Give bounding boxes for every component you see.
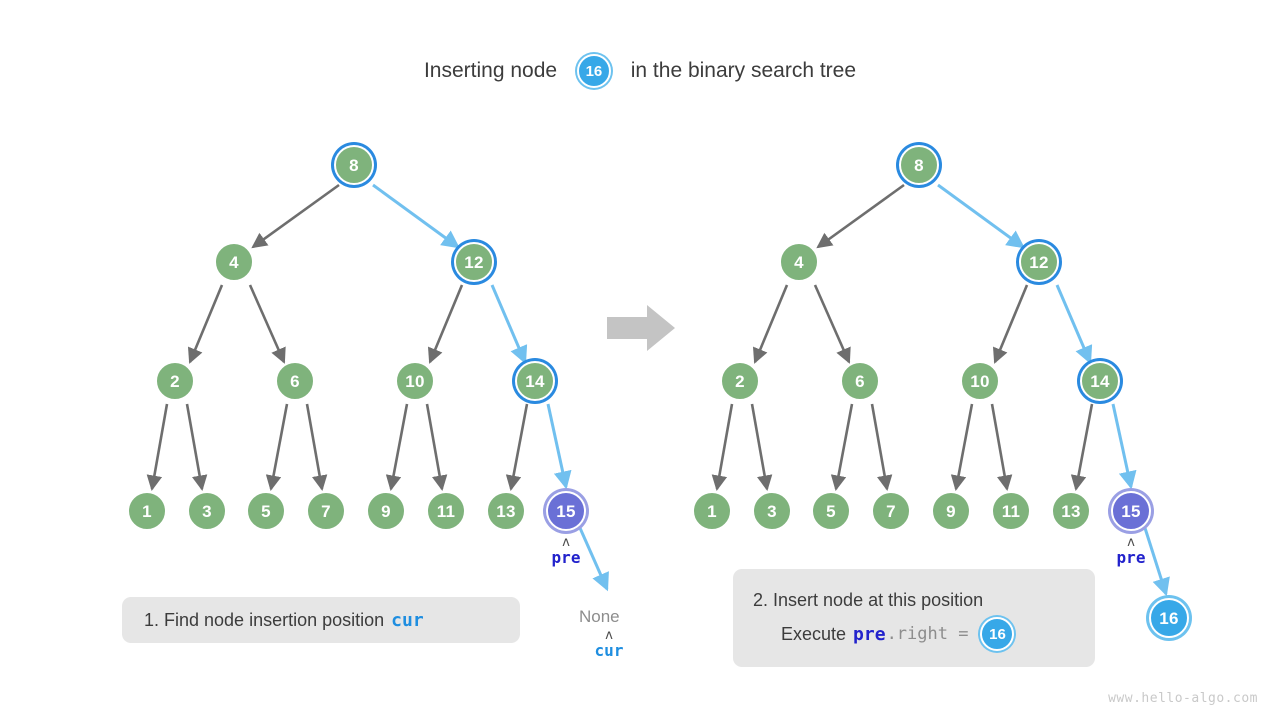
tree-node[interactable]: 14 — [515, 361, 555, 401]
node-label: 11 — [1001, 501, 1021, 521]
tree-node[interactable]: 9 — [366, 491, 406, 531]
node-label: 8 — [914, 155, 924, 175]
node-label: 4 — [229, 252, 239, 272]
node-label: 6 — [855, 371, 865, 391]
caption-step-2: 2. Insert node at this position Execute … — [733, 569, 1095, 667]
caret-icon: ʌ — [1127, 535, 1135, 550]
caret-icon: ʌ — [605, 628, 613, 643]
tree-node[interactable]: 10 — [395, 361, 435, 401]
node-label: 5 — [261, 501, 271, 521]
node-label: 3 — [202, 501, 212, 521]
node-label: 6 — [290, 371, 300, 391]
title-node-badge: 16 — [576, 54, 611, 88]
node-label: 2 — [170, 371, 180, 391]
caption-line-2: Execute pre .right = 16 — [753, 617, 1095, 651]
node-label: 15 — [556, 501, 576, 521]
title-suffix: in the binary search tree — [630, 59, 857, 82]
tree-node[interactable]: 11 — [991, 491, 1031, 531]
caption-node-badge: 16 — [980, 617, 1015, 651]
caption-text: 2. Insert node at this position — [753, 589, 984, 610]
caret-icon: ʌ — [562, 535, 570, 550]
pointer-cur: ʌ cur — [579, 628, 639, 661]
tree-node[interactable]: 6 — [275, 361, 315, 401]
node-label: 12 — [1029, 252, 1049, 272]
node-label: 13 — [496, 501, 516, 521]
title-prefix: Inserting node — [423, 59, 558, 82]
tree-node[interactable]: 12 — [1019, 242, 1059, 282]
caption-line-1: 2. Insert node at this position — [753, 583, 1095, 617]
caption-text: 1. Find node insertion position — [144, 609, 385, 630]
node-label: 2 — [735, 371, 745, 391]
pointer-label: pre — [1116, 548, 1146, 567]
page-title: Inserting node 16 in the binary search t… — [0, 54, 1280, 88]
tree-node-inserted[interactable]: 16 — [1149, 598, 1189, 638]
pointer-label: cur — [594, 641, 624, 660]
node-label: 15 — [1121, 501, 1141, 521]
pointer-pre: ʌ pre — [1101, 535, 1161, 568]
tree-node[interactable]: 3 — [752, 491, 792, 531]
tree-node[interactable]: 14 — [1080, 361, 1120, 401]
node-label: 12 — [464, 252, 484, 272]
tree-node[interactable]: 8 — [899, 145, 939, 185]
node-label: 5 — [826, 501, 836, 521]
tree-node[interactable]: 3 — [187, 491, 227, 531]
node-label: 9 — [946, 501, 956, 521]
node-label: 14 — [1090, 371, 1110, 391]
tree-node[interactable]: 1 — [127, 491, 167, 531]
tree-node[interactable]: 13 — [486, 491, 526, 531]
tree-node[interactable]: 10 — [960, 361, 1000, 401]
node-label: 9 — [381, 501, 391, 521]
node-label: 13 — [1061, 501, 1081, 521]
tree-node[interactable]: 2 — [720, 361, 760, 401]
tree-node[interactable]: 5 — [811, 491, 851, 531]
node-label: 3 — [767, 501, 777, 521]
node-label: 11 — [436, 501, 456, 521]
tree-node[interactable]: 2 — [155, 361, 195, 401]
node-label: 1 — [707, 501, 717, 521]
tree-node[interactable]: 13 — [1051, 491, 1091, 531]
tree-node[interactable]: 7 — [871, 491, 911, 531]
tree-node[interactable]: 4 — [214, 242, 254, 282]
tree-node-pre[interactable]: 15 — [1111, 491, 1151, 531]
node-label: 4 — [794, 252, 804, 272]
node-label: 10 — [405, 371, 425, 391]
tree-node[interactable]: 12 — [454, 242, 494, 282]
caption-step-1: 1. Find node insertion position cur — [122, 597, 520, 643]
node-label: 7 — [321, 501, 331, 521]
tree-node[interactable]: 4 — [779, 242, 819, 282]
node-label: 1 — [142, 501, 152, 521]
right-arrow-icon — [607, 305, 675, 351]
node-label: 10 — [970, 371, 990, 391]
node-label: 8 — [349, 155, 359, 175]
caption-exec-word: Execute — [781, 623, 847, 644]
node-label: 14 — [525, 371, 545, 391]
tree-node[interactable]: 6 — [840, 361, 880, 401]
pointer-pre: ʌ pre — [536, 535, 596, 568]
node-16-badge: 16 — [576, 54, 611, 88]
tree-node-pre[interactable]: 15 — [546, 491, 586, 531]
node-label: 16 — [1159, 608, 1179, 628]
pointer-label: pre — [551, 548, 581, 567]
tree-node[interactable]: 7 — [306, 491, 346, 531]
tree-node[interactable]: 9 — [931, 491, 971, 531]
tree-node[interactable]: 5 — [246, 491, 286, 531]
caption-field: .right = — [886, 624, 969, 644]
none-label: None — [579, 607, 620, 626]
caption-keyword-cur: cur — [391, 609, 424, 631]
tree-node[interactable]: 1 — [692, 491, 732, 531]
watermark: www.hello-algo.com — [1108, 691, 1258, 706]
tree-node[interactable]: 8 — [334, 145, 374, 185]
node-label: 7 — [886, 501, 896, 521]
caption-keyword-pre: pre — [853, 623, 886, 645]
tree-node[interactable]: 11 — [426, 491, 466, 531]
